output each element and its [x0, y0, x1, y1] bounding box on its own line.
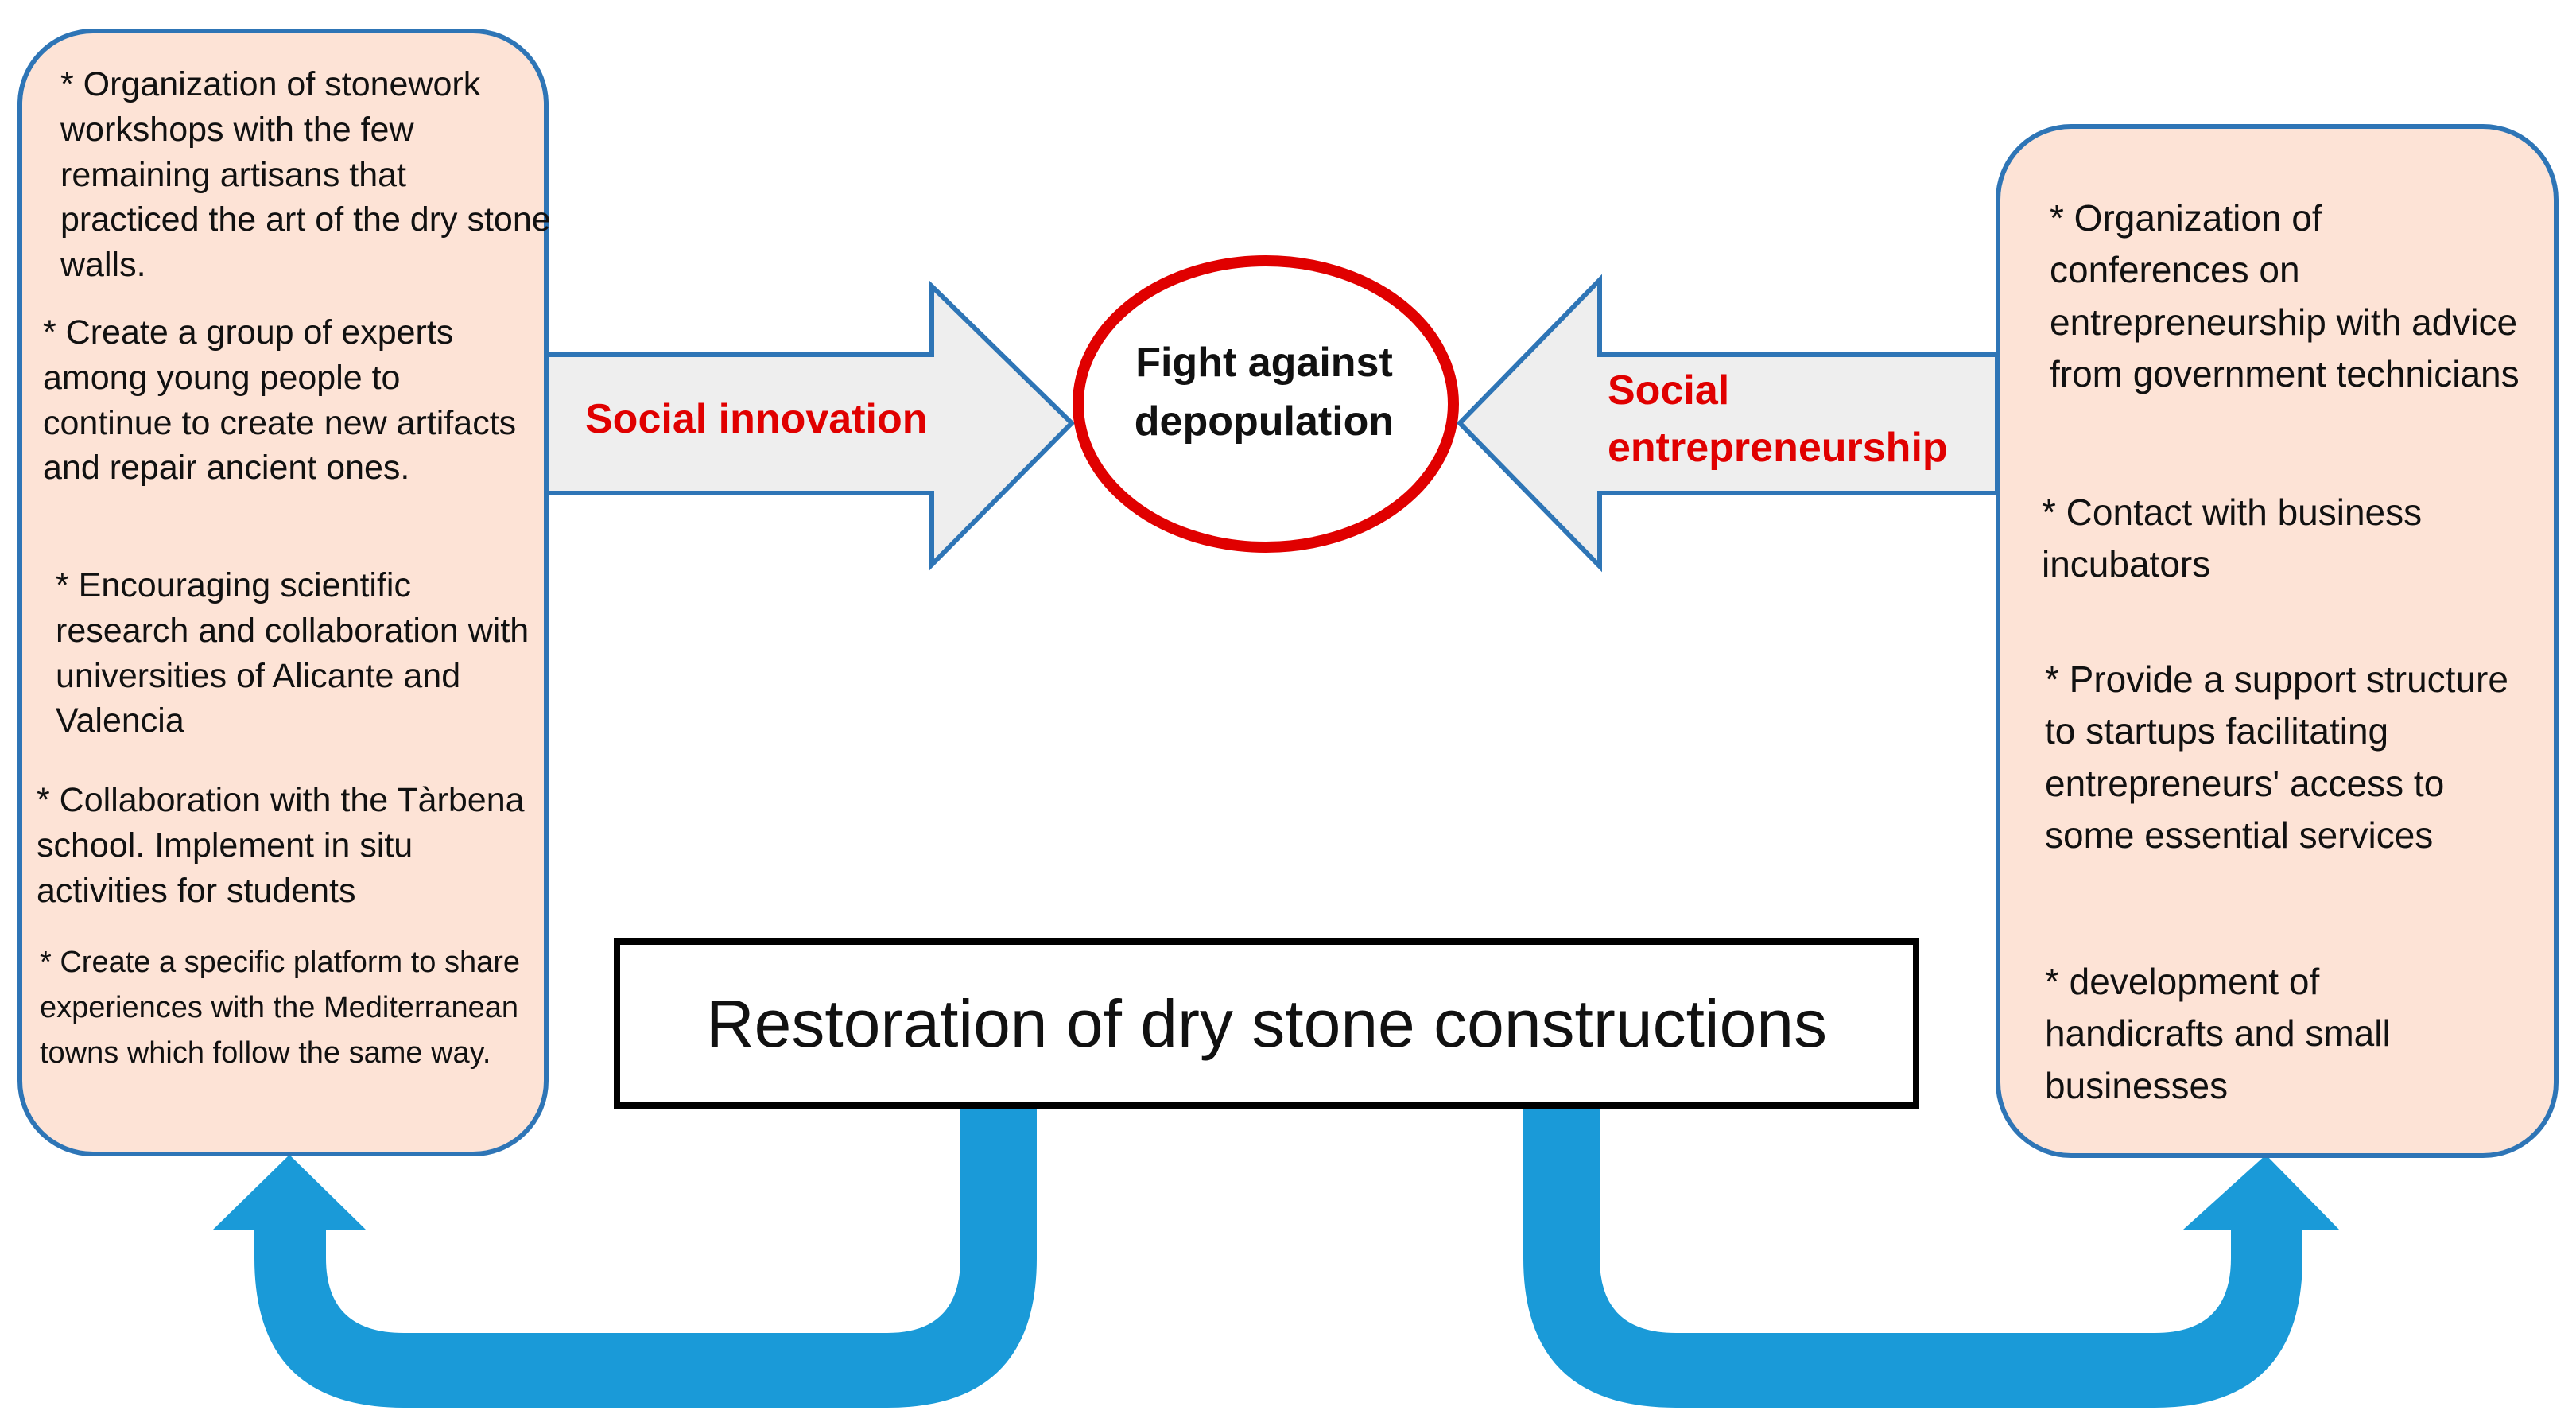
goal-label: Fight against depopulation — [1134, 340, 1395, 445]
social-innovation-item: * Create a specific platform to share ex… — [40, 946, 521, 1070]
social-entrepreneurship-item: * Contact with business incubators — [2042, 492, 2423, 585]
social-innovation-item: * Organization of stonework workshops wi… — [60, 65, 551, 284]
goal-ellipse — [1073, 255, 1459, 553]
social-innovation-item: * Create a group of experts among young … — [43, 313, 517, 488]
restoration-box: Restoration of dry stone constructions — [614, 938, 1919, 1109]
restoration-label: Restoration of dry stone constructions — [705, 985, 1828, 1061]
social-entrepreneurship-item: * Provide a support structure to startup… — [2045, 659, 2508, 856]
left-feedback-arrow — [213, 1107, 1037, 1408]
social-entrepreneurship-label: Social entrepreneurship — [1608, 367, 1948, 471]
social-innovation-item: * Collaboration with the Tàrbena school.… — [37, 781, 525, 910]
social-entrepreneurship-item: * development of handicrafts and small b… — [2045, 961, 2391, 1106]
social-entrepreneurship-panel: * Organization of conferences on entrepr… — [1996, 124, 2559, 1158]
social-entrepreneurship-arrow — [1456, 274, 2000, 573]
social-innovation-label: Social innovation — [585, 396, 928, 442]
social-innovation-arrow — [543, 280, 1076, 571]
right-feedback-arrow — [1523, 1107, 2339, 1408]
social-innovation-panel: * Organization of stonework workshops wi… — [17, 29, 551, 1156]
social-entrepreneurship-item: * Organization of conferences on entrepr… — [2050, 197, 2520, 394]
social-innovation-item: * Encouraging scientific research and co… — [56, 566, 530, 740]
